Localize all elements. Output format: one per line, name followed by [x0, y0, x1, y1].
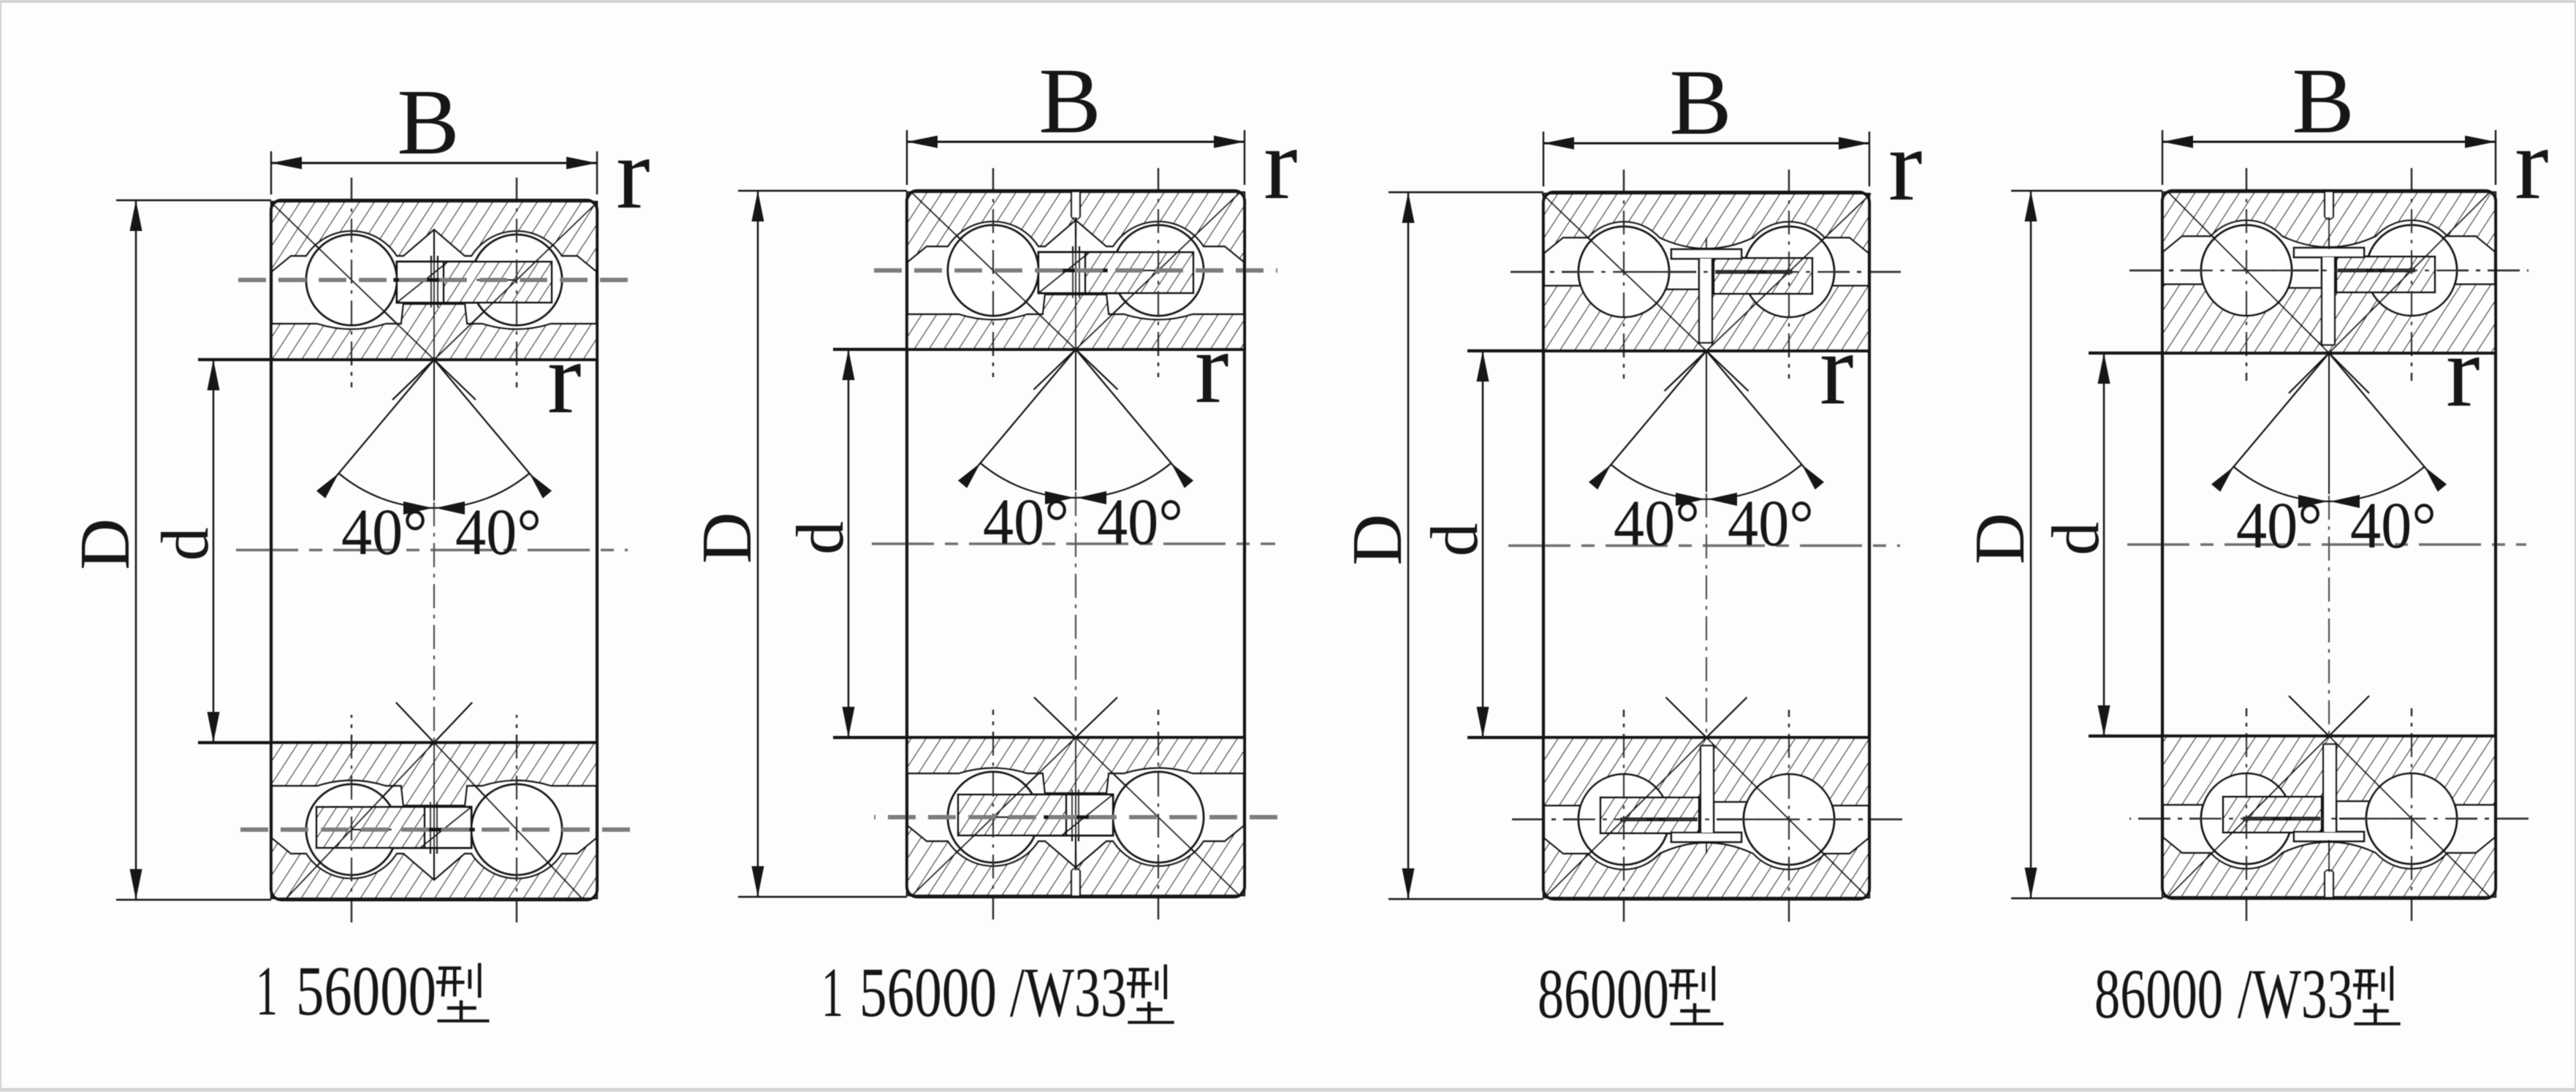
svg-text:D: D — [66, 518, 145, 570]
svg-text:86000: 86000 — [2094, 955, 2223, 1033]
svg-text:B: B — [2292, 49, 2354, 153]
svg-text:d: d — [148, 528, 222, 561]
svg-text:56000: 56000 — [296, 952, 436, 1030]
svg-text:D: D — [1961, 513, 2040, 565]
svg-text:d: d — [783, 521, 857, 555]
svg-text:B: B — [1669, 50, 1731, 154]
svg-text:/W33: /W33 — [2238, 955, 2353, 1033]
svg-text:r: r — [1264, 107, 1298, 221]
svg-text:86000: 86000 — [1538, 955, 1669, 1033]
svg-text:d: d — [2038, 522, 2113, 556]
svg-text:/W33: /W33 — [1010, 953, 1127, 1031]
svg-text:1: 1 — [821, 953, 843, 1031]
svg-text:r: r — [2515, 107, 2549, 221]
svg-text:B: B — [397, 70, 459, 174]
svg-text:40°: 40° — [1728, 488, 1814, 560]
svg-text:r: r — [547, 322, 582, 435]
svg-text:r: r — [1820, 313, 1854, 426]
svg-text:56000: 56000 — [859, 953, 997, 1031]
svg-text:40°: 40° — [1614, 488, 1700, 560]
svg-text:1: 1 — [256, 952, 278, 1030]
svg-text:40°: 40° — [2236, 490, 2322, 562]
svg-text:40°: 40° — [983, 486, 1069, 558]
svg-text:r: r — [1195, 311, 1229, 425]
svg-text:r: r — [1888, 109, 1923, 222]
svg-text:40°: 40° — [2350, 490, 2436, 562]
svg-text:40°: 40° — [1097, 486, 1183, 558]
svg-text:r: r — [2446, 315, 2480, 428]
svg-text:d: d — [1417, 523, 1492, 557]
svg-text:D: D — [1338, 514, 1417, 566]
svg-text:B: B — [1038, 49, 1101, 153]
svg-text:40°: 40° — [455, 496, 542, 569]
svg-text:D: D — [688, 512, 767, 564]
svg-text:40°: 40° — [341, 496, 428, 569]
svg-text:r: r — [616, 117, 650, 230]
